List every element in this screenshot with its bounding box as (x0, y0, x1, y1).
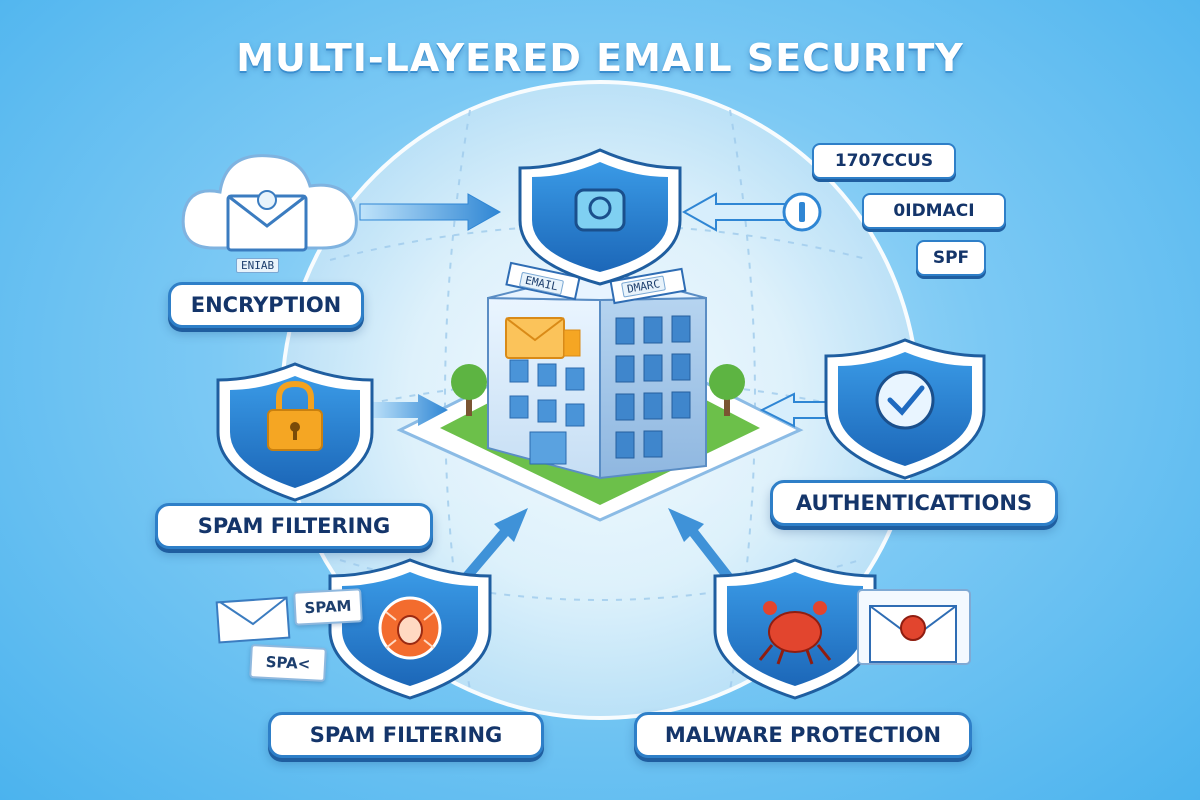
protocol-tag-2: 0IDMACI (862, 193, 1006, 229)
mail-server-building-icon (487, 261, 707, 480)
padlock-icon (216, 362, 374, 502)
checkmark-shield-icon (824, 338, 986, 480)
mail-shield-icon (518, 148, 682, 286)
virus-bug-icon (328, 558, 492, 700)
building-envelope-sign (505, 317, 581, 359)
label-encryption: ENCRYPTION (168, 282, 364, 328)
arrow-spamfilter-to-center (370, 394, 448, 426)
arrow-bottom-left-to-center (454, 508, 528, 590)
label-spam-filtering-bottom: SPAM FILTERING (268, 712, 544, 758)
cloud-caption: ENIAB (236, 258, 280, 273)
spam-envelope-icon (215, 596, 291, 644)
spam-note-2: SPA< (249, 644, 327, 682)
protocol-tag-1: 1707CCUS (812, 143, 956, 179)
tree-right (709, 364, 745, 416)
label-malware-protection: MALWARE PROTECTION (634, 712, 972, 758)
malware-crab-icon (713, 558, 877, 700)
protocol-tag-spf: SPF (916, 240, 986, 276)
key-icon (782, 192, 822, 232)
spam-note-1: SPAM (293, 588, 363, 626)
arrow-bottom-right-to-center (668, 508, 740, 590)
tree-left (451, 364, 487, 416)
envelope-icon (226, 190, 308, 252)
arrow-encryption-to-center (359, 193, 502, 231)
label-authentication: AUTHENTICATTIONS (770, 480, 1058, 526)
malware-email-card (857, 589, 971, 665)
label-spam-filtering-left: SPAM FILTERING (155, 503, 433, 549)
page-title: MULTI-LAYERED EMAIL SECURITY (236, 36, 964, 80)
